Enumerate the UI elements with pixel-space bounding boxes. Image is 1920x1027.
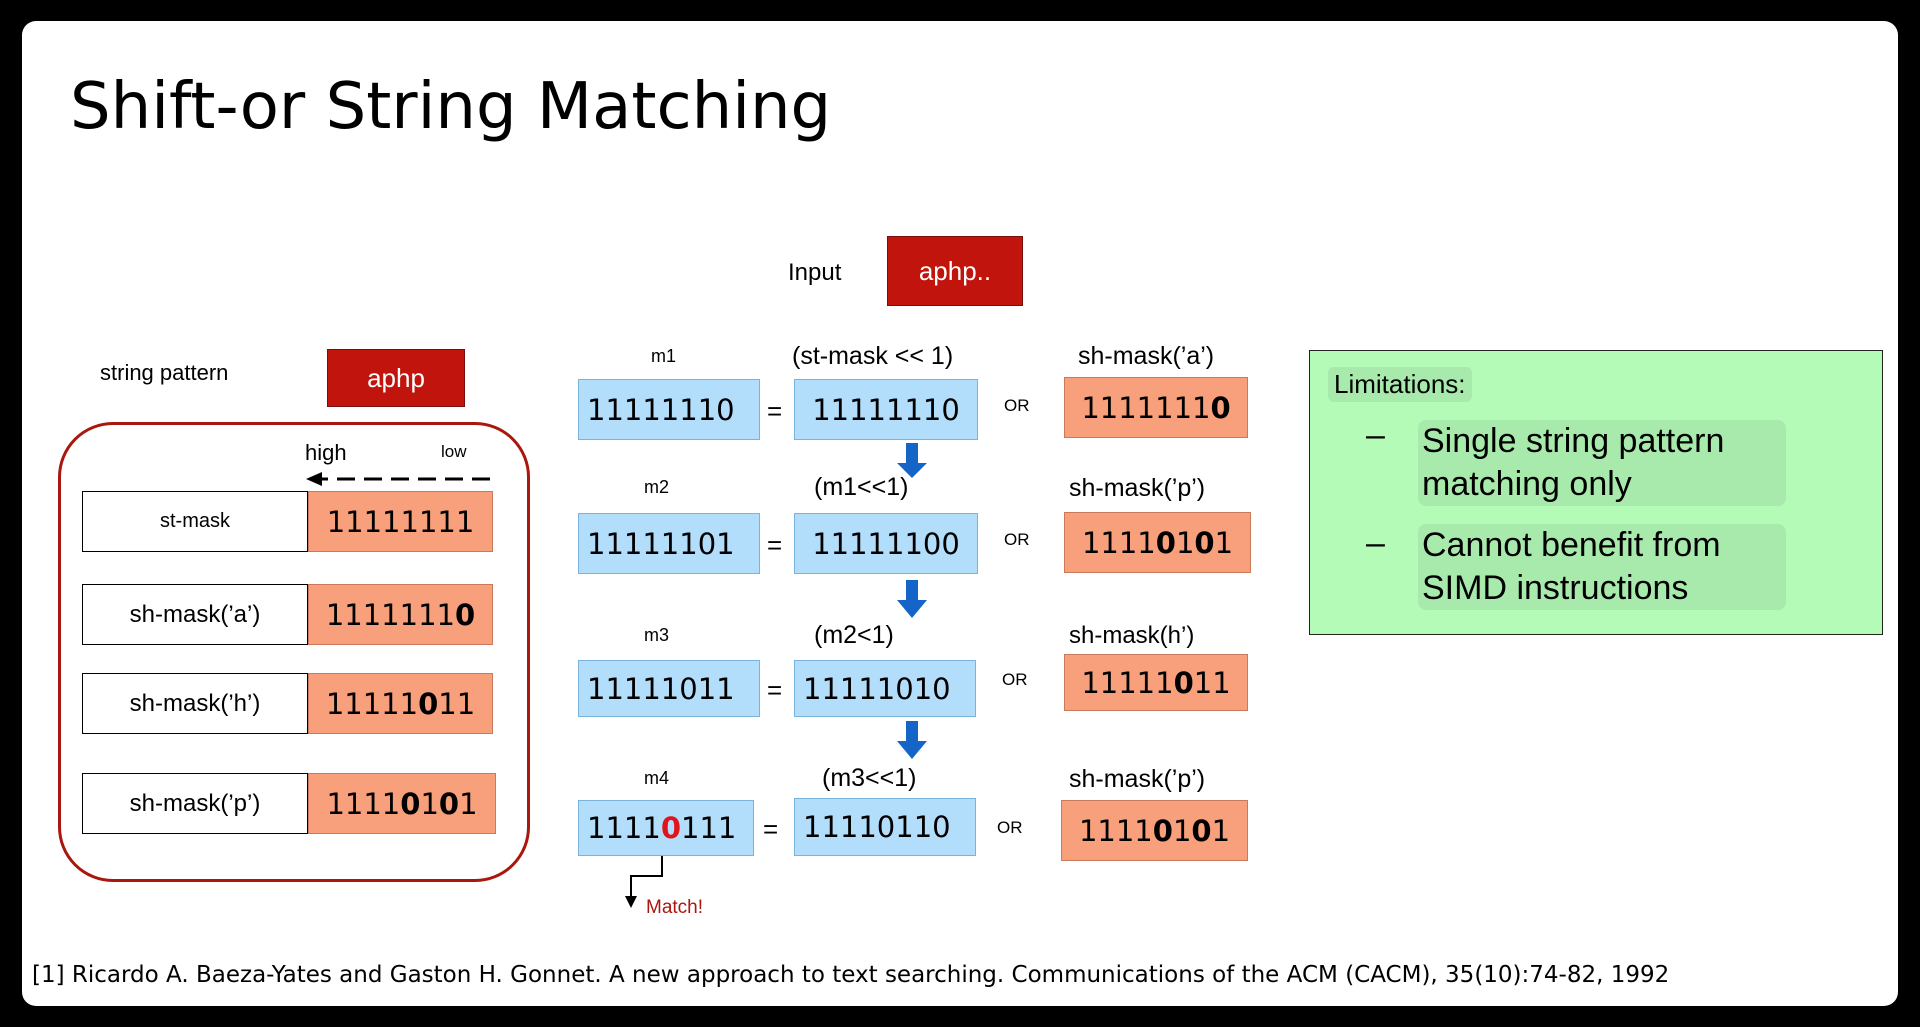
- input-value: aphp..: [918, 255, 992, 286]
- pattern-value-box: aphp: [327, 349, 465, 407]
- equals-sign: =: [767, 396, 783, 426]
- pattern-value: aphp: [367, 362, 425, 393]
- high-label: high: [305, 440, 347, 465]
- m4-label: m4: [644, 768, 670, 788]
- down-arrow-icon: [897, 580, 927, 618]
- equals-sign: =: [767, 530, 783, 560]
- or-label: OR: [997, 818, 1023, 837]
- limitation-item: Cannot benefit from SIMD instructions: [1418, 524, 1786, 610]
- or-label: OR: [1004, 530, 1030, 549]
- step3-mask-label: sh-mask(h’): [1069, 622, 1195, 649]
- sh-mask-h-label: sh-mask(’h’): [82, 673, 308, 734]
- down-arrow-icon: [897, 443, 927, 478]
- sh-mask-a-label: sh-mask(’a’): [82, 584, 308, 645]
- sh-mask-p-label: sh-mask(’p’): [82, 773, 308, 834]
- step3-op-label: (m2<1): [814, 621, 894, 649]
- match-label: Match!: [646, 897, 704, 918]
- step4-mask-label: sh-mask(’p’): [1069, 765, 1206, 793]
- m2-label: m2: [644, 477, 670, 497]
- input-value-box: aphp..: [887, 236, 1023, 306]
- st-mask-value: 11111111: [308, 491, 493, 552]
- or-label: OR: [1004, 396, 1030, 415]
- or-label: OR: [1002, 670, 1028, 689]
- m3-label: m3: [644, 625, 670, 645]
- input-label: Input: [788, 259, 842, 286]
- step3-shift-box: 11111010: [794, 660, 976, 717]
- m1-label: m1: [651, 346, 677, 366]
- st-mask-label: st-mask: [82, 491, 308, 552]
- match-arrow: [625, 856, 663, 908]
- bullet-dash: –: [1366, 524, 1385, 562]
- m2-box: 11111101: [578, 513, 760, 574]
- match-bit: 0: [660, 811, 681, 845]
- low-label: low: [441, 442, 467, 461]
- high-low-arrow: [306, 472, 490, 486]
- limitations-title: Limitations:: [1328, 367, 1472, 402]
- equals-sign: =: [763, 814, 779, 844]
- m1-box: 11111110: [578, 379, 760, 440]
- step1-mask-label: sh-mask(’a’): [1078, 342, 1215, 370]
- bullet-dash: –: [1366, 416, 1385, 454]
- page-title: Shift-or String Matching: [70, 70, 832, 144]
- limitation-item: Single string pattern matching only: [1418, 420, 1786, 506]
- step2-shift-box: 11111100: [794, 513, 978, 574]
- step2-mask-label: sh-mask(’p’): [1069, 474, 1206, 502]
- down-arrow-icon: [897, 721, 927, 759]
- step4-shift-box: 11110110: [794, 798, 976, 856]
- step1-op-label: (st-mask << 1): [792, 342, 954, 370]
- step4-op-label: (m3<<1): [822, 764, 917, 792]
- mask-table-group: [58, 422, 530, 882]
- step2-op-label: (m1<<1): [814, 473, 909, 501]
- citation: [1] Ricardo A. Baeza-Yates and Gaston H.…: [32, 962, 1670, 988]
- equals-sign: =: [767, 675, 783, 705]
- m3-box: 11111011: [578, 660, 760, 717]
- step1-shift-box: 11111110: [794, 379, 978, 440]
- pattern-label: string pattern: [100, 360, 229, 385]
